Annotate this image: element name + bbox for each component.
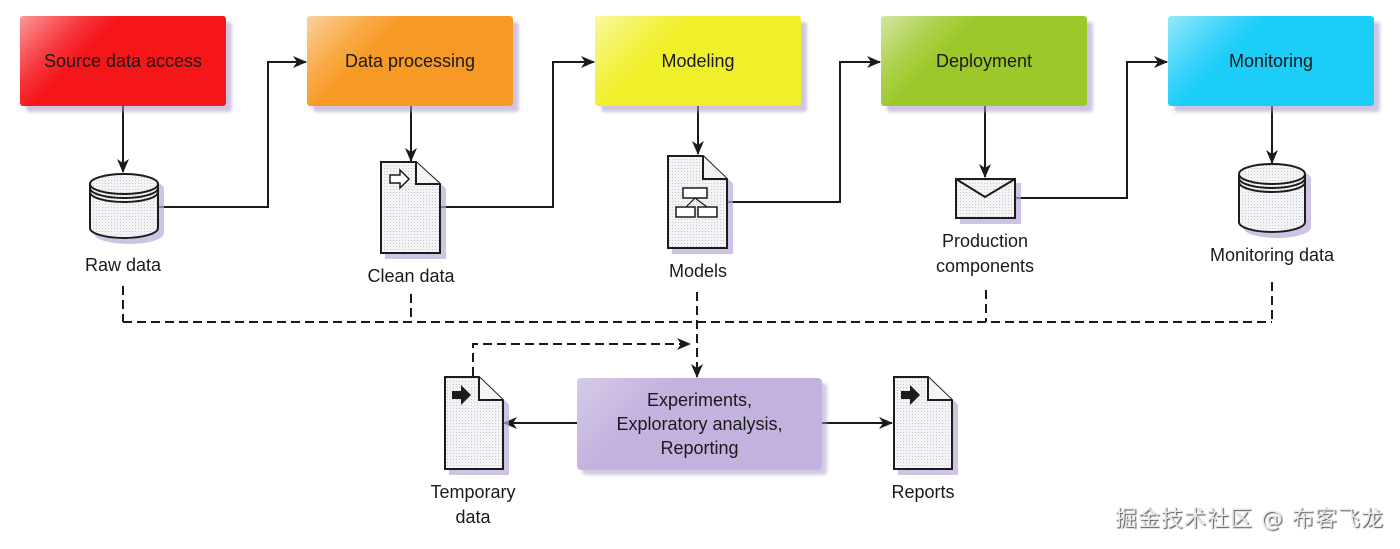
stage-label: Deployment	[935, 50, 1033, 71]
stage-label: Modeling	[661, 50, 735, 71]
temporary-data-document-icon	[444, 376, 504, 470]
raw-data-label: Raw data	[63, 253, 183, 278]
monitoring-data-label: Monitoring data	[1192, 243, 1352, 268]
production-label-line1: Production	[941, 231, 1029, 251]
reports-label-text: Reports	[891, 482, 955, 502]
stage-label: Source data access	[43, 50, 203, 71]
reports-document-icon	[893, 376, 953, 470]
stage-label: Data processing	[344, 50, 476, 71]
connector-raw-to-processing	[158, 56, 307, 208]
temporary-label-line2: data	[455, 507, 491, 527]
temporary-data-label: Temporary data	[413, 480, 533, 530]
monitoring-data-database-icon	[1238, 163, 1306, 233]
stage-source-data-access: Source data access	[20, 16, 226, 106]
raw-data-database-icon	[89, 173, 159, 239]
connector-production-to-monitoring	[1015, 56, 1168, 199]
models-label-text: Models	[668, 261, 728, 281]
connector-models-to-deployment	[727, 56, 881, 203]
monitoring-data-label-text: Monitoring data	[1209, 245, 1335, 265]
raw-data-label-text: Raw data	[84, 255, 162, 275]
connector-clean-to-modeling	[440, 56, 595, 208]
exploration-line1: Experiments,	[646, 390, 753, 410]
stage-data-processing: Data processing	[307, 16, 513, 106]
stage-modeling: Modeling	[595, 16, 801, 106]
exploration-line2: Exploratory analysis,	[616, 414, 783, 434]
exploration-line3: Reporting	[660, 438, 739, 458]
models-label: Models	[638, 259, 758, 284]
stage-monitoring: Monitoring	[1168, 16, 1374, 106]
stage-label: Monitoring	[1228, 50, 1314, 71]
dashed-temporary-feedback	[472, 338, 691, 376]
production-envelope-icon	[955, 178, 1016, 219]
clean-data-document-icon	[380, 161, 441, 254]
clean-data-label-text: Clean data	[367, 266, 455, 286]
production-components-label: Production components	[915, 229, 1055, 279]
models-document-icon	[667, 155, 728, 249]
exploration-box: Experiments, Exploratory analysis, Repor…	[577, 378, 822, 470]
stage-deployment: Deployment	[881, 16, 1087, 106]
production-label-line2: components	[935, 256, 1035, 276]
watermark: 掘金技术社区 @ 布客飞龙	[1115, 507, 1384, 532]
clean-data-label: Clean data	[351, 264, 471, 289]
temporary-label-line1: Temporary	[430, 482, 516, 502]
reports-label: Reports	[863, 480, 983, 505]
